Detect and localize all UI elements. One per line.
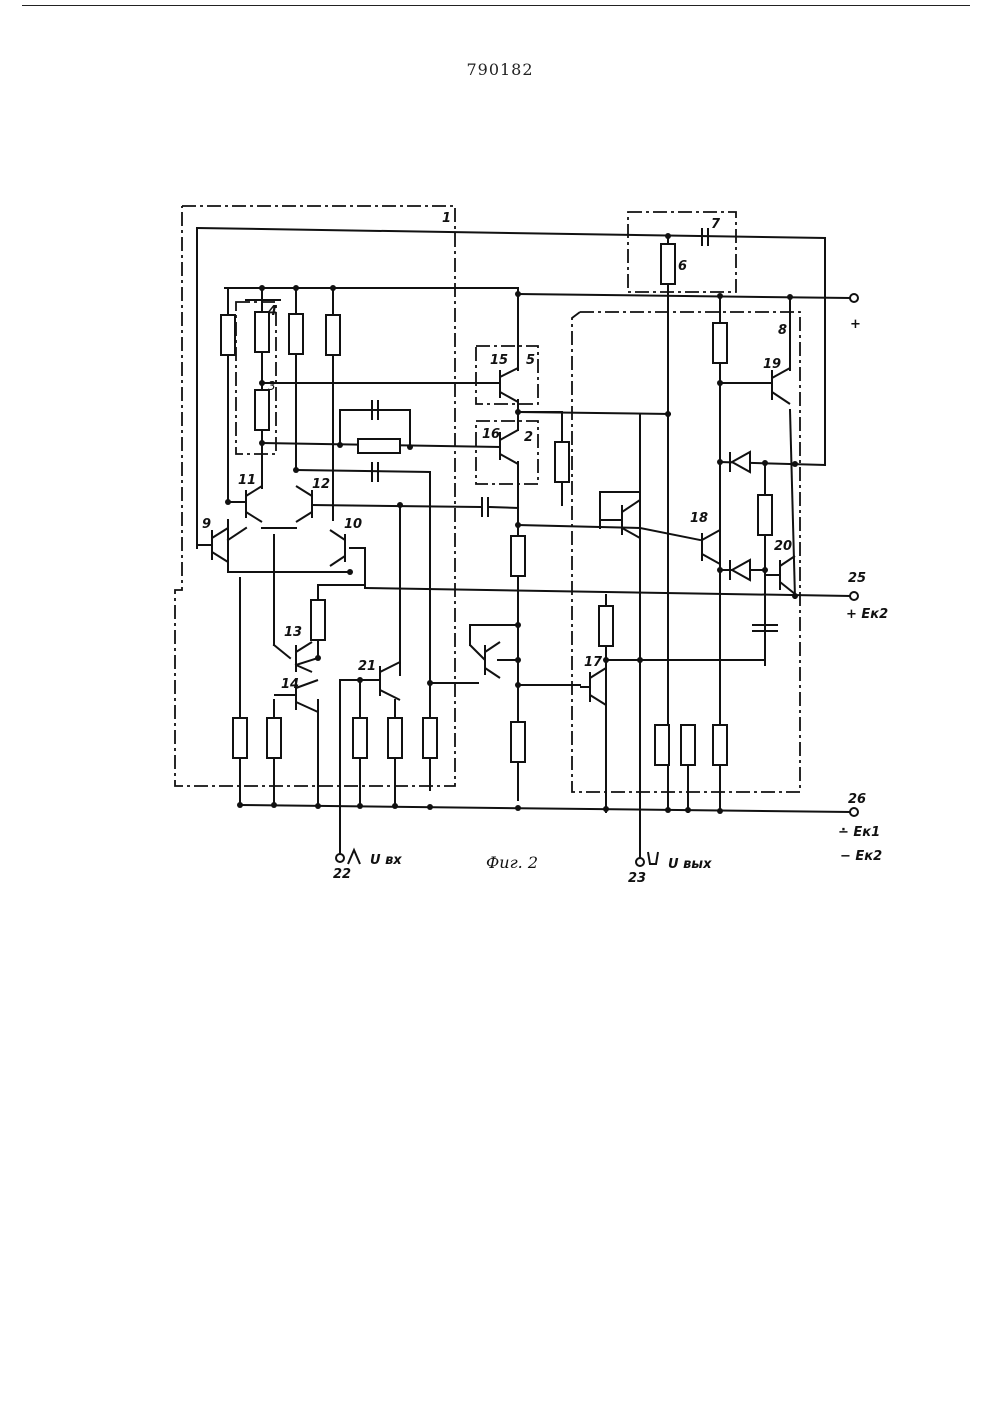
label-13: 13: [284, 625, 302, 640]
label-ek2-plus: + Eк2: [846, 607, 888, 622]
label-17: 17: [584, 655, 603, 670]
transistor-17: [580, 668, 606, 705]
transistor-20: [765, 556, 795, 594]
terminal-plus: [850, 294, 858, 302]
resistor: [311, 600, 325, 640]
label-ek1-minus: ∸ Eк1: [838, 825, 880, 840]
diode: [730, 560, 750, 580]
transistor: [600, 500, 640, 538]
label-ek2-minus: − Eк2: [840, 849, 882, 864]
label-12: 12: [312, 477, 330, 492]
transistor-10: [330, 530, 345, 566]
label-plus: +: [850, 317, 861, 332]
label-21: 21: [358, 659, 376, 674]
transistor-16: [500, 430, 518, 464]
label-2: 2: [524, 430, 533, 445]
label-16: 16: [482, 427, 500, 442]
resistor-6: [661, 244, 675, 284]
label-25: 25: [848, 571, 866, 586]
label-1: 1: [442, 211, 451, 226]
resistor: [233, 718, 247, 758]
resistor: [555, 442, 569, 482]
transistor: [470, 642, 500, 678]
label-4: 4: [267, 304, 277, 319]
resistor: [289, 314, 303, 354]
terminal-22: [336, 854, 344, 862]
transistor-15: [500, 368, 518, 402]
resistor: [713, 725, 727, 765]
resistor: [758, 495, 772, 535]
label-14: 14: [281, 677, 299, 692]
transistor-13: [296, 642, 312, 672]
label-9: 9: [202, 517, 211, 532]
resistor: [713, 323, 727, 363]
figure-caption: Фиг. 2: [486, 853, 538, 872]
label-3: 3: [268, 379, 276, 393]
label-6: 6: [678, 259, 687, 274]
label-23: 23: [628, 871, 646, 886]
diode: [730, 452, 750, 472]
output-pulse-icon: [648, 852, 658, 864]
label-u-in: U вх: [370, 853, 402, 868]
resistors: [221, 244, 772, 765]
label-5: 5: [526, 353, 535, 368]
diodes: [730, 452, 750, 580]
capacitor: [482, 497, 488, 517]
label-22: 22: [333, 867, 351, 882]
terminal-26: [850, 808, 858, 816]
resistor: [511, 536, 525, 576]
resistor: [267, 718, 281, 758]
label-u-out: U вых: [668, 857, 712, 872]
transistor-19: [772, 368, 790, 404]
terminal-23: [636, 858, 644, 866]
resistor: [221, 315, 235, 355]
label-15: 15: [490, 353, 508, 368]
resistor: [326, 315, 340, 355]
block-1-boundary: [175, 206, 455, 786]
terminal-25: [850, 592, 858, 600]
input-pulse-icon: [348, 850, 360, 864]
label-11: 11: [238, 473, 256, 488]
label-10: 10: [344, 517, 362, 532]
resistor: [423, 718, 437, 758]
label-26: 26: [848, 792, 866, 807]
transistor-9: [197, 528, 228, 562]
transistor-18: [702, 530, 720, 564]
resistor: [599, 606, 613, 646]
resistor: [358, 439, 400, 453]
label-8: 8: [778, 323, 787, 338]
resistor: [388, 718, 402, 758]
resistor: [353, 718, 367, 758]
label-7: 7: [711, 217, 721, 232]
label-20: 20: [774, 539, 792, 554]
resistor: [681, 725, 695, 765]
label-19: 19: [763, 357, 781, 372]
label-18: 18: [690, 511, 708, 526]
resistor: [655, 725, 669, 765]
resistor-3: [255, 390, 269, 430]
transistor-12: [296, 486, 312, 522]
transistor-11: [230, 486, 262, 522]
resistor-4: [255, 312, 269, 352]
resistor: [511, 722, 525, 762]
